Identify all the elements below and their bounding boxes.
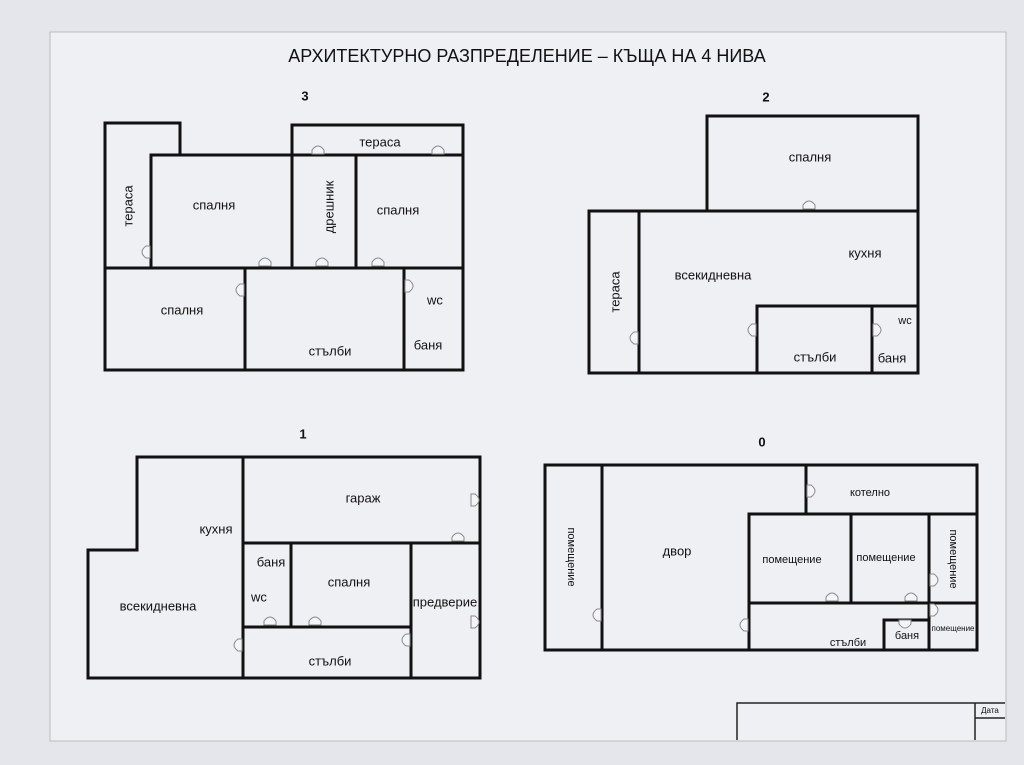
door-swing-icon — [451, 532, 465, 542]
room-terrace: тераса — [120, 185, 135, 227]
room-yard: двор — [663, 543, 692, 558]
door-swing-icon — [747, 323, 757, 337]
room-storage: помещение — [931, 624, 975, 633]
room-storage: помещение — [947, 529, 959, 588]
door-swing-icon — [904, 592, 918, 602]
room-bedroom: спалня — [377, 202, 420, 217]
floor-plan-3: 3 тераса спалня дрешник спалня тераса сп… — [103, 88, 465, 372]
room-stairs: стълби — [794, 349, 837, 364]
walls — [587, 114, 920, 375]
walls — [86, 455, 482, 680]
room-storage: помещение — [565, 527, 577, 586]
room-wc: wc — [426, 292, 443, 307]
floor-plan-0: 0 помещение двор котелно помещение помещ… — [543, 434, 979, 652]
room-kitchen: кухня — [199, 521, 232, 536]
door-swing-icon — [806, 484, 816, 498]
level-label: 3 — [301, 88, 308, 103]
room-boiler: котелно — [850, 487, 890, 499]
door-swing-icon — [470, 615, 480, 629]
room-bath: баня — [257, 554, 286, 569]
door-swing-icon — [315, 257, 329, 267]
door-swing-icon — [404, 279, 414, 293]
door-swing-icon — [235, 283, 245, 297]
paper-frame — [49, 31, 1007, 742]
room-stairs: стълби — [309, 653, 352, 668]
room-bedroom: спалня — [193, 197, 236, 212]
door-swing-icon — [929, 603, 939, 617]
room-bedroom: спалня — [789, 149, 832, 164]
floor-plan-2: 2 спалня всекидневна кухня тераса стълби… — [587, 89, 920, 375]
door-swing-icon — [929, 573, 939, 587]
door-swing-icon — [311, 145, 325, 155]
room-wc: wc — [250, 589, 267, 604]
walls — [543, 463, 979, 652]
level-label: 0 — [758, 434, 765, 449]
room-bedroom: спалня — [161, 302, 204, 317]
room-wc: wc — [897, 315, 912, 327]
door-swing-icon — [470, 493, 480, 507]
door-swing-icon — [308, 616, 322, 626]
level-label: 2 — [762, 89, 769, 104]
room-bedroom: спалня — [328, 574, 371, 589]
title-block: Дата — [736, 702, 1005, 740]
room-bath: баня — [878, 350, 907, 365]
door-swing-icon — [802, 200, 816, 210]
room-living: всекидневна — [675, 267, 753, 282]
door-symbols — [141, 145, 939, 652]
room-bath: баня — [414, 337, 443, 352]
door-swing-icon — [592, 608, 602, 622]
room-terrace: тераса — [607, 271, 622, 313]
door-swing-icon — [141, 245, 151, 259]
room-storage: помещение — [856, 552, 915, 564]
walls — [103, 121, 465, 372]
door-swing-icon — [898, 619, 912, 629]
level-label: 1 — [299, 426, 306, 441]
door-swing-icon — [371, 257, 385, 267]
door-swing-icon — [263, 616, 277, 626]
door-swing-icon — [233, 638, 243, 652]
date-label: Дата — [981, 706, 999, 715]
room-stairs: стълби — [309, 343, 352, 358]
door-swing-icon — [401, 633, 411, 647]
door-swing-icon — [825, 592, 839, 602]
door-swing-icon — [431, 145, 445, 155]
door-swing-icon — [629, 331, 639, 345]
room-closet: дрешник — [321, 180, 336, 233]
room-storage: помещение — [762, 554, 821, 566]
drawing-title: АРХИТЕКТУРНО РАЗПРЕДЕЛЕНИЕ – КЪЩА НА 4 Н… — [288, 46, 765, 66]
door-swing-icon — [739, 618, 749, 632]
door-swing-icon — [258, 257, 272, 267]
room-hall: предверие — [413, 594, 478, 609]
room-kitchen: кухня — [848, 245, 881, 260]
door-swing-icon — [872, 323, 882, 337]
room-bath: баня — [895, 630, 919, 642]
room-living: всекидневна — [120, 598, 198, 613]
room-garage: гараж — [346, 490, 381, 505]
floor-plan-1: 1 гараж кухня всекидневна баня wc спалня… — [86, 426, 482, 680]
room-stairs: стълби — [830, 637, 866, 649]
room-terrace: тераса — [359, 134, 401, 149]
